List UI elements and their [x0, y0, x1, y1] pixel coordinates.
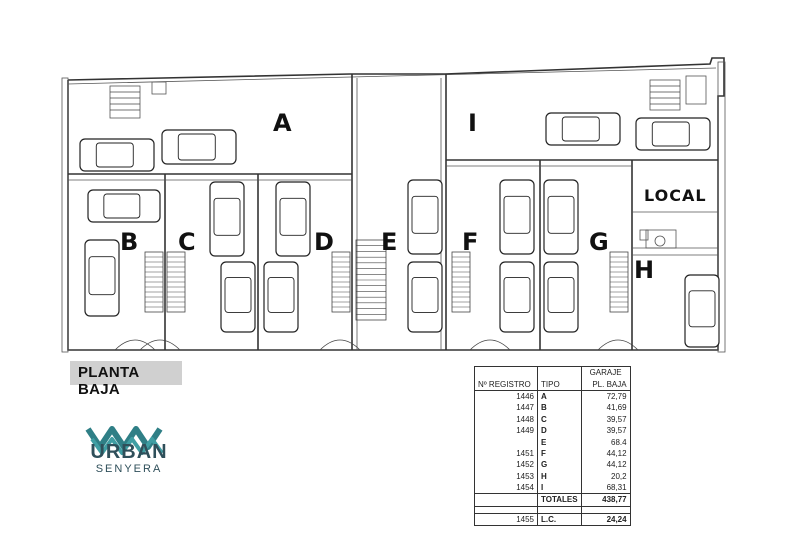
lc-reg: 1455 — [474, 512, 538, 527]
car-icon — [499, 179, 535, 255]
stairs-bottom — [114, 239, 639, 351]
car-icon — [263, 261, 299, 333]
cell-tipo: B — [537, 402, 582, 414]
zone-label-h: H — [634, 256, 654, 284]
lc-area: 24,24 — [580, 512, 631, 527]
car-icon — [684, 274, 720, 348]
cell-area: 44,12 — [580, 447, 631, 460]
cell-area: 39,57 — [580, 424, 631, 437]
zone-label-b: B — [120, 228, 138, 256]
cell-tipo: E — [537, 436, 582, 448]
cell-area: 72,79 — [580, 390, 631, 403]
zone-label-i: I — [468, 109, 477, 137]
car-icon — [161, 129, 237, 165]
cell-area: 68.4 — [580, 436, 631, 448]
logo-sub-text: SENYERA — [95, 463, 163, 475]
totals-label: TOTALES — [537, 493, 582, 507]
cell-tipo: A — [537, 390, 582, 403]
cell-area: 68,31 — [580, 481, 631, 494]
cell-tipo: C — [537, 413, 582, 425]
car-icon — [543, 261, 579, 333]
cell-reg: 1451 — [474, 447, 538, 460]
cell-reg: 1453 — [474, 470, 538, 482]
car-icon — [407, 179, 443, 255]
zone-label-a: A — [273, 109, 292, 137]
outer-walls — [61, 57, 726, 353]
floor-label: PLANTA BAJA — [78, 364, 139, 398]
car-icon — [499, 261, 535, 333]
cell-tipo: H — [537, 470, 582, 482]
cell-reg: 1449 — [474, 424, 538, 437]
zone-label-g: G — [589, 228, 609, 256]
car-icon — [545, 112, 621, 146]
zone-label-f: F — [462, 228, 478, 256]
group-header: GARAJE — [580, 366, 631, 379]
car-icon — [79, 138, 155, 172]
logo-main-text: URBAN — [90, 441, 168, 463]
table-header: Nº REGISTRO TIPO PL. BAJA — [474, 378, 631, 391]
header-area: PL. BAJA — [580, 378, 631, 391]
cell-area: 39,57 — [580, 413, 631, 425]
cell-reg: 1446 — [474, 390, 538, 403]
header-tipo: TIPO — [537, 378, 582, 391]
car-icon — [407, 261, 443, 333]
car-icon — [87, 189, 161, 223]
cell-reg — [474, 436, 538, 448]
car-icon — [220, 261, 256, 333]
cell-tipo: G — [537, 459, 582, 471]
logo-mark — [85, 426, 164, 455]
cell-area: 44,12 — [580, 459, 631, 471]
cell-reg: 1447 — [474, 402, 538, 414]
cell-reg: 1452 — [474, 459, 538, 471]
cell-area: 41,69 — [580, 402, 631, 414]
cell-tipo: D — [537, 424, 582, 437]
car-icon — [635, 117, 711, 151]
lc-tipo: L.C. — [537, 512, 582, 527]
car-icon — [543, 179, 579, 255]
zone-label-e: E — [381, 228, 397, 256]
cell-tipo: F — [537, 447, 582, 460]
stair-top-left — [109, 81, 167, 119]
car-icon — [275, 181, 311, 257]
logo-wordmark: URBAN SENYERA — [84, 442, 174, 476]
cell-tipo: I — [537, 481, 582, 494]
cars — [79, 112, 720, 348]
zone-label-c: C — [178, 228, 196, 256]
totals-value: 438,77 — [580, 493, 631, 507]
car-icon — [209, 181, 245, 257]
totals-row: TOTALES 438,77 — [474, 493, 631, 507]
lc-row: 1455 L.C. 24,24 — [474, 512, 631, 527]
floor-label-box: PLANTA BAJA — [70, 361, 182, 398]
stair-top-right — [649, 75, 707, 111]
car-icon — [84, 239, 120, 317]
header-registro: Nº REGISTRO — [474, 378, 538, 391]
zone-label-d: D — [314, 228, 334, 256]
cell-reg: 1454 — [474, 481, 538, 494]
local-label: LOCAL — [644, 186, 707, 205]
cell-area: 20,2 — [580, 470, 631, 482]
cell-reg: 1448 — [474, 413, 538, 425]
toilet-icon — [639, 229, 677, 249]
